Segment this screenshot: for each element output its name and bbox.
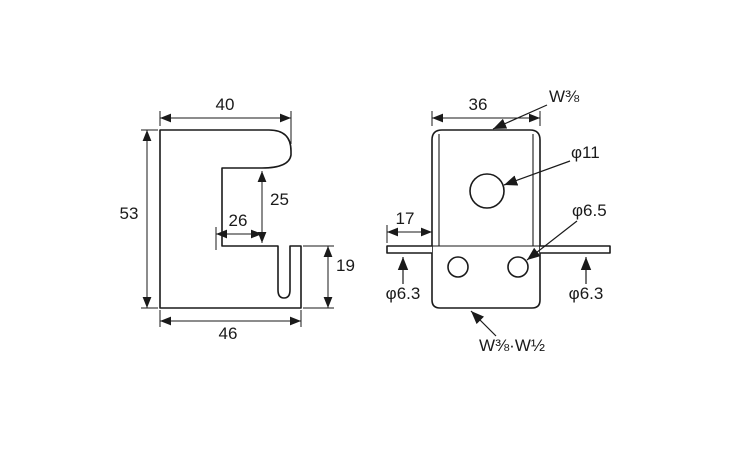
dim-flange-length-label: 17 bbox=[396, 209, 415, 228]
dim-overall-height-label: 53 bbox=[120, 204, 139, 223]
callout-left-flange-hole-label: φ6.3 bbox=[386, 284, 421, 303]
callout-right-flange-hole-label: φ6.3 bbox=[569, 284, 604, 303]
callout-center-hole-label: φ11 bbox=[571, 143, 600, 162]
front-view: 36 17 W⅜ φ11 φ6.5 φ6.3 φ6.3 W⅜·W½ bbox=[386, 87, 611, 355]
top-thread-leader-arrow bbox=[492, 104, 548, 130]
front-plate-outline bbox=[431, 129, 541, 309]
bottom-thread-leader-arrow bbox=[470, 310, 497, 337]
lower-hole-right bbox=[507, 256, 529, 278]
callout-top-thread-label: W⅜ bbox=[549, 87, 580, 106]
dim-top-width-label: 40 bbox=[216, 95, 235, 114]
center-hole-leader-arrow bbox=[503, 160, 571, 186]
callout-bottom-thread-label: W⅜·W½ bbox=[479, 336, 545, 355]
center-hole bbox=[469, 173, 505, 209]
lower-hole-left bbox=[447, 256, 469, 278]
dim-bottom-width-label: 46 bbox=[219, 324, 238, 343]
callout-lower-hole-label: φ6.5 bbox=[572, 201, 607, 220]
left-wing-flange bbox=[386, 245, 432, 254]
side-view: 40 53 46 26 25 19 bbox=[120, 95, 355, 343]
dim-inner-width-label: 26 bbox=[229, 211, 248, 230]
dim-front-top-width-label: 36 bbox=[469, 95, 488, 114]
dim-opening-height-label: 25 bbox=[270, 190, 289, 209]
side-profile-outline bbox=[159, 129, 302, 309]
dim-lip-height-label: 19 bbox=[336, 256, 355, 275]
lower-hole-leader-arrow bbox=[526, 220, 578, 261]
right-wing-flange bbox=[540, 245, 611, 254]
